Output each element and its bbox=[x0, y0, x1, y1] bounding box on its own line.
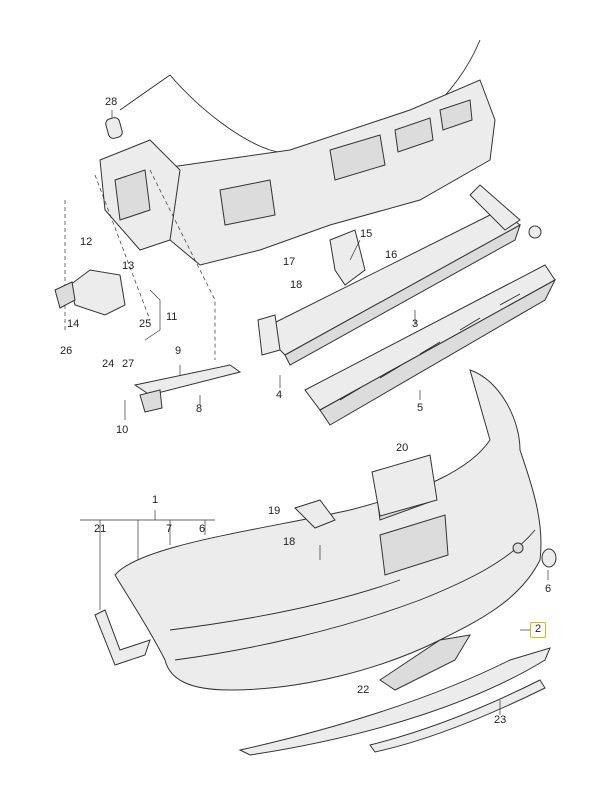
callout-18: 18 bbox=[290, 279, 303, 291]
callout-19: 19 bbox=[268, 505, 281, 517]
callout-4: 4 bbox=[276, 389, 283, 401]
callout-5: 5 bbox=[417, 402, 424, 414]
center-mount-bracket bbox=[329, 229, 366, 286]
callout-9: 9 bbox=[175, 345, 182, 357]
callout-26: 26 bbox=[60, 345, 73, 357]
license-plate-bracket bbox=[371, 454, 438, 517]
callout-20: 20 bbox=[396, 442, 409, 454]
sleeve-part bbox=[105, 110, 123, 139]
callout-21: 21 bbox=[94, 523, 107, 535]
callout-23: 23 bbox=[494, 714, 507, 726]
callout-6b: 6 bbox=[545, 583, 552, 595]
callout-11: 11 bbox=[166, 311, 178, 323]
callout-14: 14 bbox=[67, 318, 80, 330]
callout-12: 12 bbox=[80, 236, 93, 248]
callout-15: 15 bbox=[360, 228, 373, 240]
leader-lines bbox=[80, 239, 549, 715]
energy-absorber bbox=[304, 264, 557, 426]
side-trim bbox=[94, 609, 151, 666]
callout-10: 10 bbox=[116, 424, 129, 436]
callout-24: 24 bbox=[102, 358, 115, 370]
callout-16: 16 bbox=[385, 249, 398, 261]
callout-18b: 18 bbox=[283, 536, 296, 548]
callout-25: 25 bbox=[139, 318, 152, 330]
callout-1: 1 bbox=[152, 494, 159, 506]
callout-13: 13 bbox=[122, 260, 135, 272]
callout-2-highlighted[interactable]: 2 bbox=[530, 622, 546, 638]
callout-7: 7 bbox=[166, 523, 173, 535]
rear-diffuser bbox=[238, 634, 551, 756]
callout-17: 17 bbox=[283, 256, 296, 268]
callout-22: 22 bbox=[357, 684, 370, 696]
callout-28: 28 bbox=[105, 96, 118, 108]
tow-hook-cap bbox=[541, 548, 557, 568]
callout-27: 27 bbox=[122, 358, 135, 370]
callout-3: 3 bbox=[412, 318, 419, 330]
rear-body-panel bbox=[99, 39, 496, 266]
side-guide-bracket bbox=[133, 364, 242, 413]
left-bracket bbox=[54, 269, 161, 341]
bumper-reinforcement bbox=[257, 184, 542, 366]
callout-6: 6 bbox=[199, 523, 206, 535]
callout-8: 8 bbox=[196, 403, 203, 415]
mount-plate bbox=[294, 499, 336, 529]
